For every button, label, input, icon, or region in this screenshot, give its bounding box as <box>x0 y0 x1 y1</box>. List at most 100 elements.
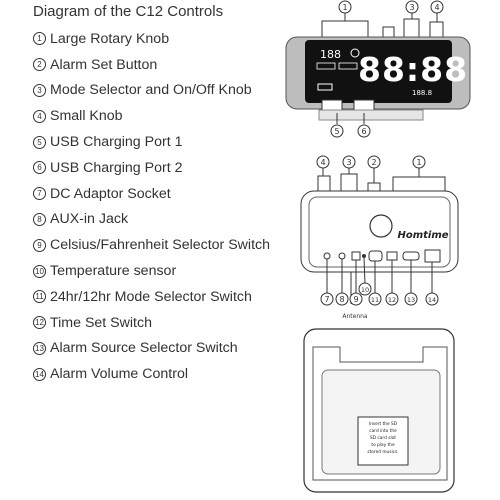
legend-label: Mode Selector and On/Off Knob <box>50 82 252 99</box>
callout-label: 4 <box>434 3 439 12</box>
legend-label: Alarm Set Button <box>50 56 158 73</box>
legend-number: 8 <box>33 212 46 226</box>
alarm-set-button-top <box>382 26 395 39</box>
antenna-label: Antenna <box>342 313 368 320</box>
legend-item: 9 Celsius/Fahrenheit Selector Switch <box>33 232 305 258</box>
radio-indicator-icon <box>316 62 336 70</box>
legend-label: Time Set Switch <box>50 314 152 331</box>
legend-number: 7 <box>33 187 46 201</box>
sd-note-line: to play the <box>371 442 395 448</box>
sd-card-slot <box>357 416 409 466</box>
legend-number: 14 <box>33 367 46 381</box>
callout-label: 8 <box>339 295 344 304</box>
bottom-view: Insert the SD card into the SD card slot… <box>303 328 455 493</box>
front-display <box>305 40 452 103</box>
callout-label: 12 <box>388 296 396 304</box>
callout-9: 9 <box>349 292 363 306</box>
large-rotary-knob-top <box>321 20 369 39</box>
callout-6: 6 <box>357 124 371 138</box>
aux-jack <box>338 252 346 260</box>
volume-control <box>424 249 441 263</box>
legend-label: Large Rotary Knob <box>50 30 170 47</box>
callout-12: 12 <box>385 292 399 306</box>
callout-label: 4 <box>320 158 325 167</box>
temperature-sensor <box>362 254 366 258</box>
callout-label: 13 <box>407 296 415 304</box>
legend-number: 12 <box>33 316 46 330</box>
display-time: 88:88 <box>358 50 468 89</box>
mode-knob-back <box>340 173 358 193</box>
legend-number: 5 <box>33 135 46 149</box>
legend-number: 6 <box>33 161 46 175</box>
front-base <box>318 109 424 121</box>
callout-label: 2 <box>371 158 376 167</box>
legend-label: Temperature sensor <box>50 263 177 280</box>
small-knob-back <box>317 175 331 193</box>
callout-label: 3 <box>346 158 351 167</box>
back-view: Homtime Antenna 4 3 2 1 <box>300 155 459 320</box>
legend-item: 7 DC Adaptor Socket <box>33 181 305 207</box>
dc-socket <box>323 252 331 260</box>
alarm-icon <box>350 48 360 58</box>
legend-item: 12 Time Set Switch <box>33 310 305 336</box>
legend-number: 11 <box>33 290 46 304</box>
bottom-foot-outline <box>312 346 448 481</box>
alarm-source-switch <box>402 251 420 261</box>
callout-3: 3 <box>342 155 356 169</box>
large-knob-back <box>392 176 446 193</box>
legend-label: Alarm Volume Control <box>50 366 188 383</box>
legend-number: 4 <box>33 109 46 123</box>
legend-label: 24hr/12hr Mode Selector Switch <box>50 288 252 305</box>
callout-11: 11 <box>368 292 382 306</box>
legend-number: 3 <box>33 83 46 97</box>
front-view: 188 88:88 188.8 1 3 4 5 6 <box>285 0 471 138</box>
callout-line <box>363 257 366 285</box>
callout-8: 8 <box>335 292 349 306</box>
callout-14: 14 <box>425 292 439 306</box>
display-small-digits: 188 <box>320 48 341 61</box>
small-knob-top <box>429 21 444 39</box>
battery-icon <box>317 83 333 91</box>
callout-label: 1 <box>416 158 421 167</box>
time-set-switch <box>386 251 398 261</box>
legend-number: 13 <box>33 341 46 355</box>
legend-number: 9 <box>33 238 46 252</box>
callout-label: 7 <box>324 295 329 304</box>
callout-label: 9 <box>353 295 358 304</box>
callout-label: 1 <box>342 3 347 12</box>
callout-label: 11 <box>371 296 379 304</box>
legend-label: AUX-in Jack <box>50 211 129 228</box>
diagram-title: Diagram of the C12 Controls <box>33 3 224 20</box>
sd-note-line: Insert the SD <box>369 421 398 427</box>
mode-switch <box>368 250 383 262</box>
legend-item: 4 Small Knob <box>33 103 305 129</box>
legend-label: Celsius/Fahrenheit Selector Switch <box>50 237 271 254</box>
legend-label: Small Knob <box>50 108 123 125</box>
celsius-switch <box>351 251 361 261</box>
legend-label: DC Adaptor Socket <box>50 185 171 202</box>
display-temp-digits: 188.8 <box>412 89 432 97</box>
legend-item: 8 AUX-in Jack <box>33 207 305 233</box>
callout-3: 3 <box>405 0 419 14</box>
legend-item: 2 Alarm Set Button <box>33 52 305 78</box>
mode-knob-top <box>403 18 420 39</box>
callout-10: 10 <box>358 282 372 296</box>
callout-label: 10 <box>361 286 369 294</box>
callout-7: 7 <box>320 292 334 306</box>
bell-indicator-icon <box>338 62 358 70</box>
sd-note-line: SD card slot <box>370 435 396 441</box>
callout-4: 4 <box>316 155 330 169</box>
callout-4: 4 <box>430 0 444 14</box>
legend-number: 2 <box>33 58 46 72</box>
sd-note-line: stored musics. <box>367 449 398 455</box>
callout-label: 14 <box>428 296 436 304</box>
callout-5: 5 <box>330 124 344 138</box>
legend-item: 3 Mode Selector and On/Off Knob <box>33 78 305 104</box>
